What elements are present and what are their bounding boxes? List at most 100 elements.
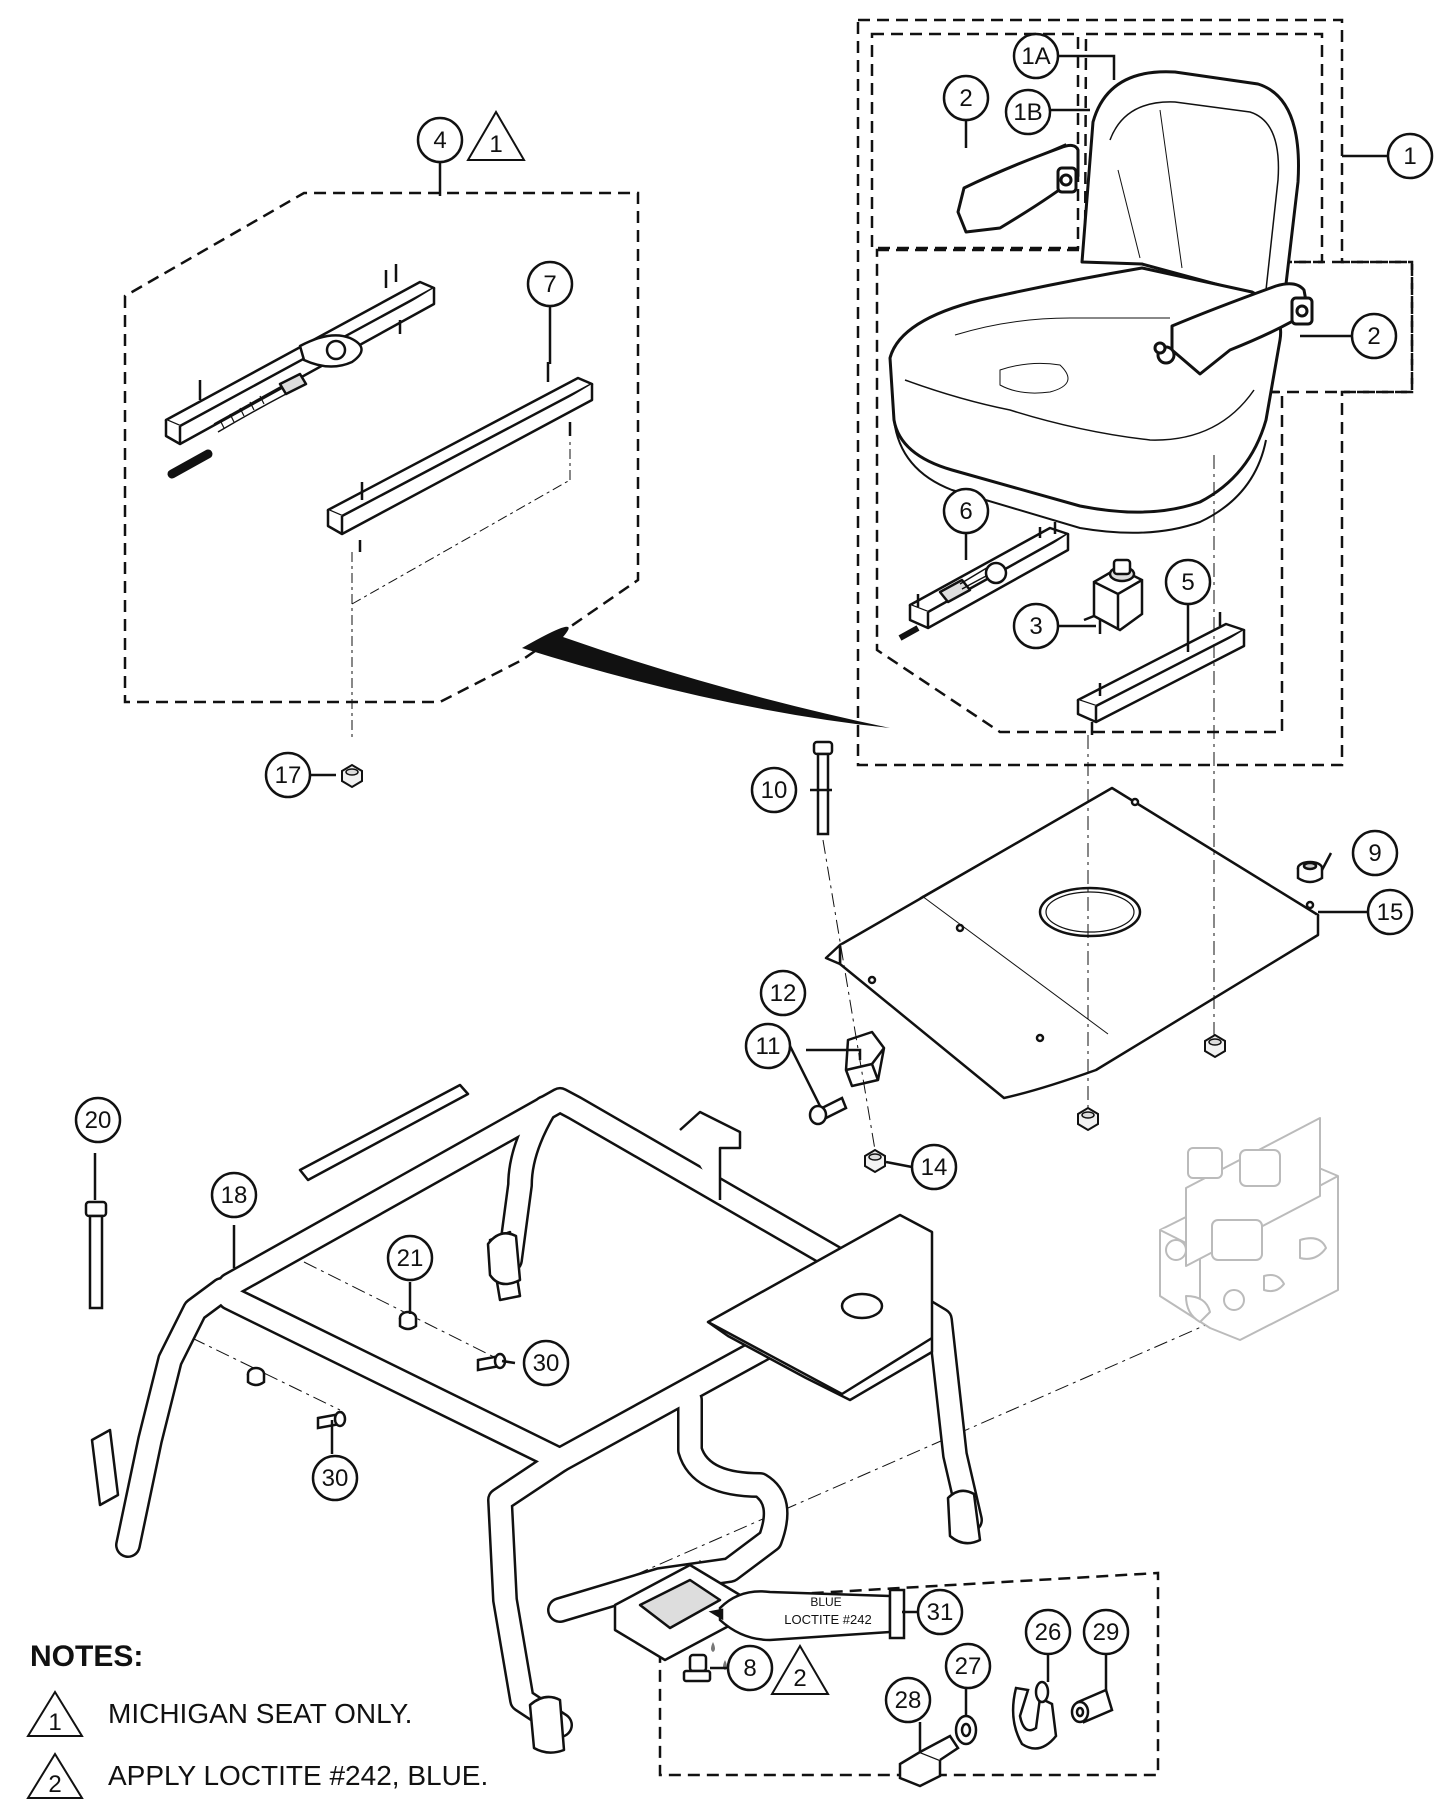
callout-21: 21 [386,1234,434,1282]
svg-text:14: 14 [921,1154,948,1181]
slide-rail-left [898,522,1070,641]
callout-7: 7 [526,260,574,308]
callout-9: 9 [1351,829,1399,877]
callout-18: 18 [210,1171,258,1219]
callout-30-lower: 30 [311,1454,359,1502]
bolt-28 [898,1734,960,1788]
armrest-right [1153,282,1314,376]
svg-text:2: 2 [959,85,972,112]
nut-14 [864,1149,886,1173]
leader-lines [93,54,1388,1752]
svg-text:15: 15 [1377,899,1404,926]
svg-text:18: 18 [221,1182,248,1209]
callout-26: 26 [1024,1608,1072,1656]
svg-text:12: 12 [770,980,797,1007]
hydraulic-valve [1159,1117,1339,1341]
svg-text:2: 2 [1367,323,1380,350]
assembly-1-boundary [856,18,1414,767]
assembly-4-rail-left [164,264,436,479]
svg-text:8: 8 [743,1655,756,1682]
nut-9 [1296,860,1324,884]
callout-4: 4 [416,116,464,164]
tube-label-line2: LOCTITE #242 [784,1612,871,1627]
assembly-4-boundary [123,191,640,704]
svg-text:3: 3 [1029,613,1042,640]
svg-text:2: 2 [48,1771,61,1798]
svg-text:2: 2 [793,1665,806,1692]
seat-switch [1083,558,1144,634]
bracket-12 [844,1030,886,1088]
screw-30-upper [476,1352,507,1372]
callout-6: 6 [942,487,990,535]
svg-text:1: 1 [48,1709,61,1736]
callout-14: 14 [910,1143,958,1191]
svg-text:4: 4 [433,127,446,154]
hardware-group-boundary [658,1571,1160,1777]
svg-text:21: 21 [397,1245,424,1272]
bolt-8 [682,1653,712,1683]
seat-mount-plate [824,786,1320,1100]
svg-text:10: 10 [761,777,788,804]
callout-15: 15 [1366,888,1414,936]
align-line-valve [634,1309,1241,1576]
callout-8: 8 [726,1644,774,1692]
nut-17 [341,764,363,788]
bolt-20 [84,1200,108,1310]
callout-11: 11 [744,1022,792,1070]
svg-text:1: 1 [1403,143,1416,170]
frame-18-details [90,1083,982,1754]
nut-plate-right [1204,1034,1226,1058]
svg-text:5: 5 [1181,569,1194,596]
callout-2-upper: 2 [942,74,990,122]
svg-text:26: 26 [1035,1619,1062,1646]
assembly-4-centerline [351,440,571,740]
callout-17: 17 [264,751,312,799]
align-line-bushing-21 [303,1261,501,1361]
callout-12: 12 [759,969,807,1017]
spacer-29 [1070,1688,1114,1724]
svg-text:17: 17 [275,762,302,789]
tube-label-line1: BLUE [810,1595,841,1609]
callout-28: 28 [884,1676,932,1724]
callout-29: 29 [1082,1608,1130,1656]
bushing-left [246,1366,266,1387]
armrest-left [956,143,1080,234]
svg-text:1B: 1B [1013,99,1042,126]
nut-plate-center [1077,1107,1099,1131]
callout-5: 5 [1164,558,1212,606]
washer-27 [954,1714,978,1746]
triangle-1-icon: 1 [26,1690,84,1737]
svg-text:7: 7 [543,271,556,298]
callout-27: 27 [944,1642,992,1690]
callout-1b: 1B [1004,88,1052,136]
svg-text:9: 9 [1368,840,1381,867]
slide-rail-right [1076,612,1246,735]
note-flag-1: 1 [466,110,526,161]
svg-text:11: 11 [756,1033,781,1060]
bolt-10 [812,740,834,836]
callout-31: 31 [916,1588,964,1636]
triangle-2-icon: 2 [26,1752,84,1799]
svg-text:1A: 1A [1021,43,1050,70]
callout-1a: 1A [1012,32,1060,80]
svg-text:29: 29 [1093,1619,1120,1646]
note-2: 2 APPLY LOCTITE #242, BLUE. [26,1752,488,1800]
note-flag-2: 2 [770,1644,830,1695]
svg-text:28: 28 [895,1687,922,1714]
align-line-bushing-left [191,1337,341,1411]
assembly-4-rail-right [326,362,594,552]
svg-text:1: 1 [489,131,502,158]
assembly-1b-boundary [870,32,1080,250]
svg-text:31: 31 [927,1599,954,1626]
note-1-text: MICHIGAN SEAT ONLY. [108,1698,413,1729]
svg-text:30: 30 [533,1350,560,1377]
screw-30-lower [316,1410,347,1430]
svg-text:20: 20 [85,1107,112,1134]
callout-2-right: 2 [1350,312,1398,360]
callout-1: 1 [1386,132,1434,180]
screw-11 [808,1096,848,1126]
svg-text:30: 30 [322,1465,349,1492]
notes-title: NOTES: [30,1640,144,1673]
bushing-21 [398,1310,418,1331]
